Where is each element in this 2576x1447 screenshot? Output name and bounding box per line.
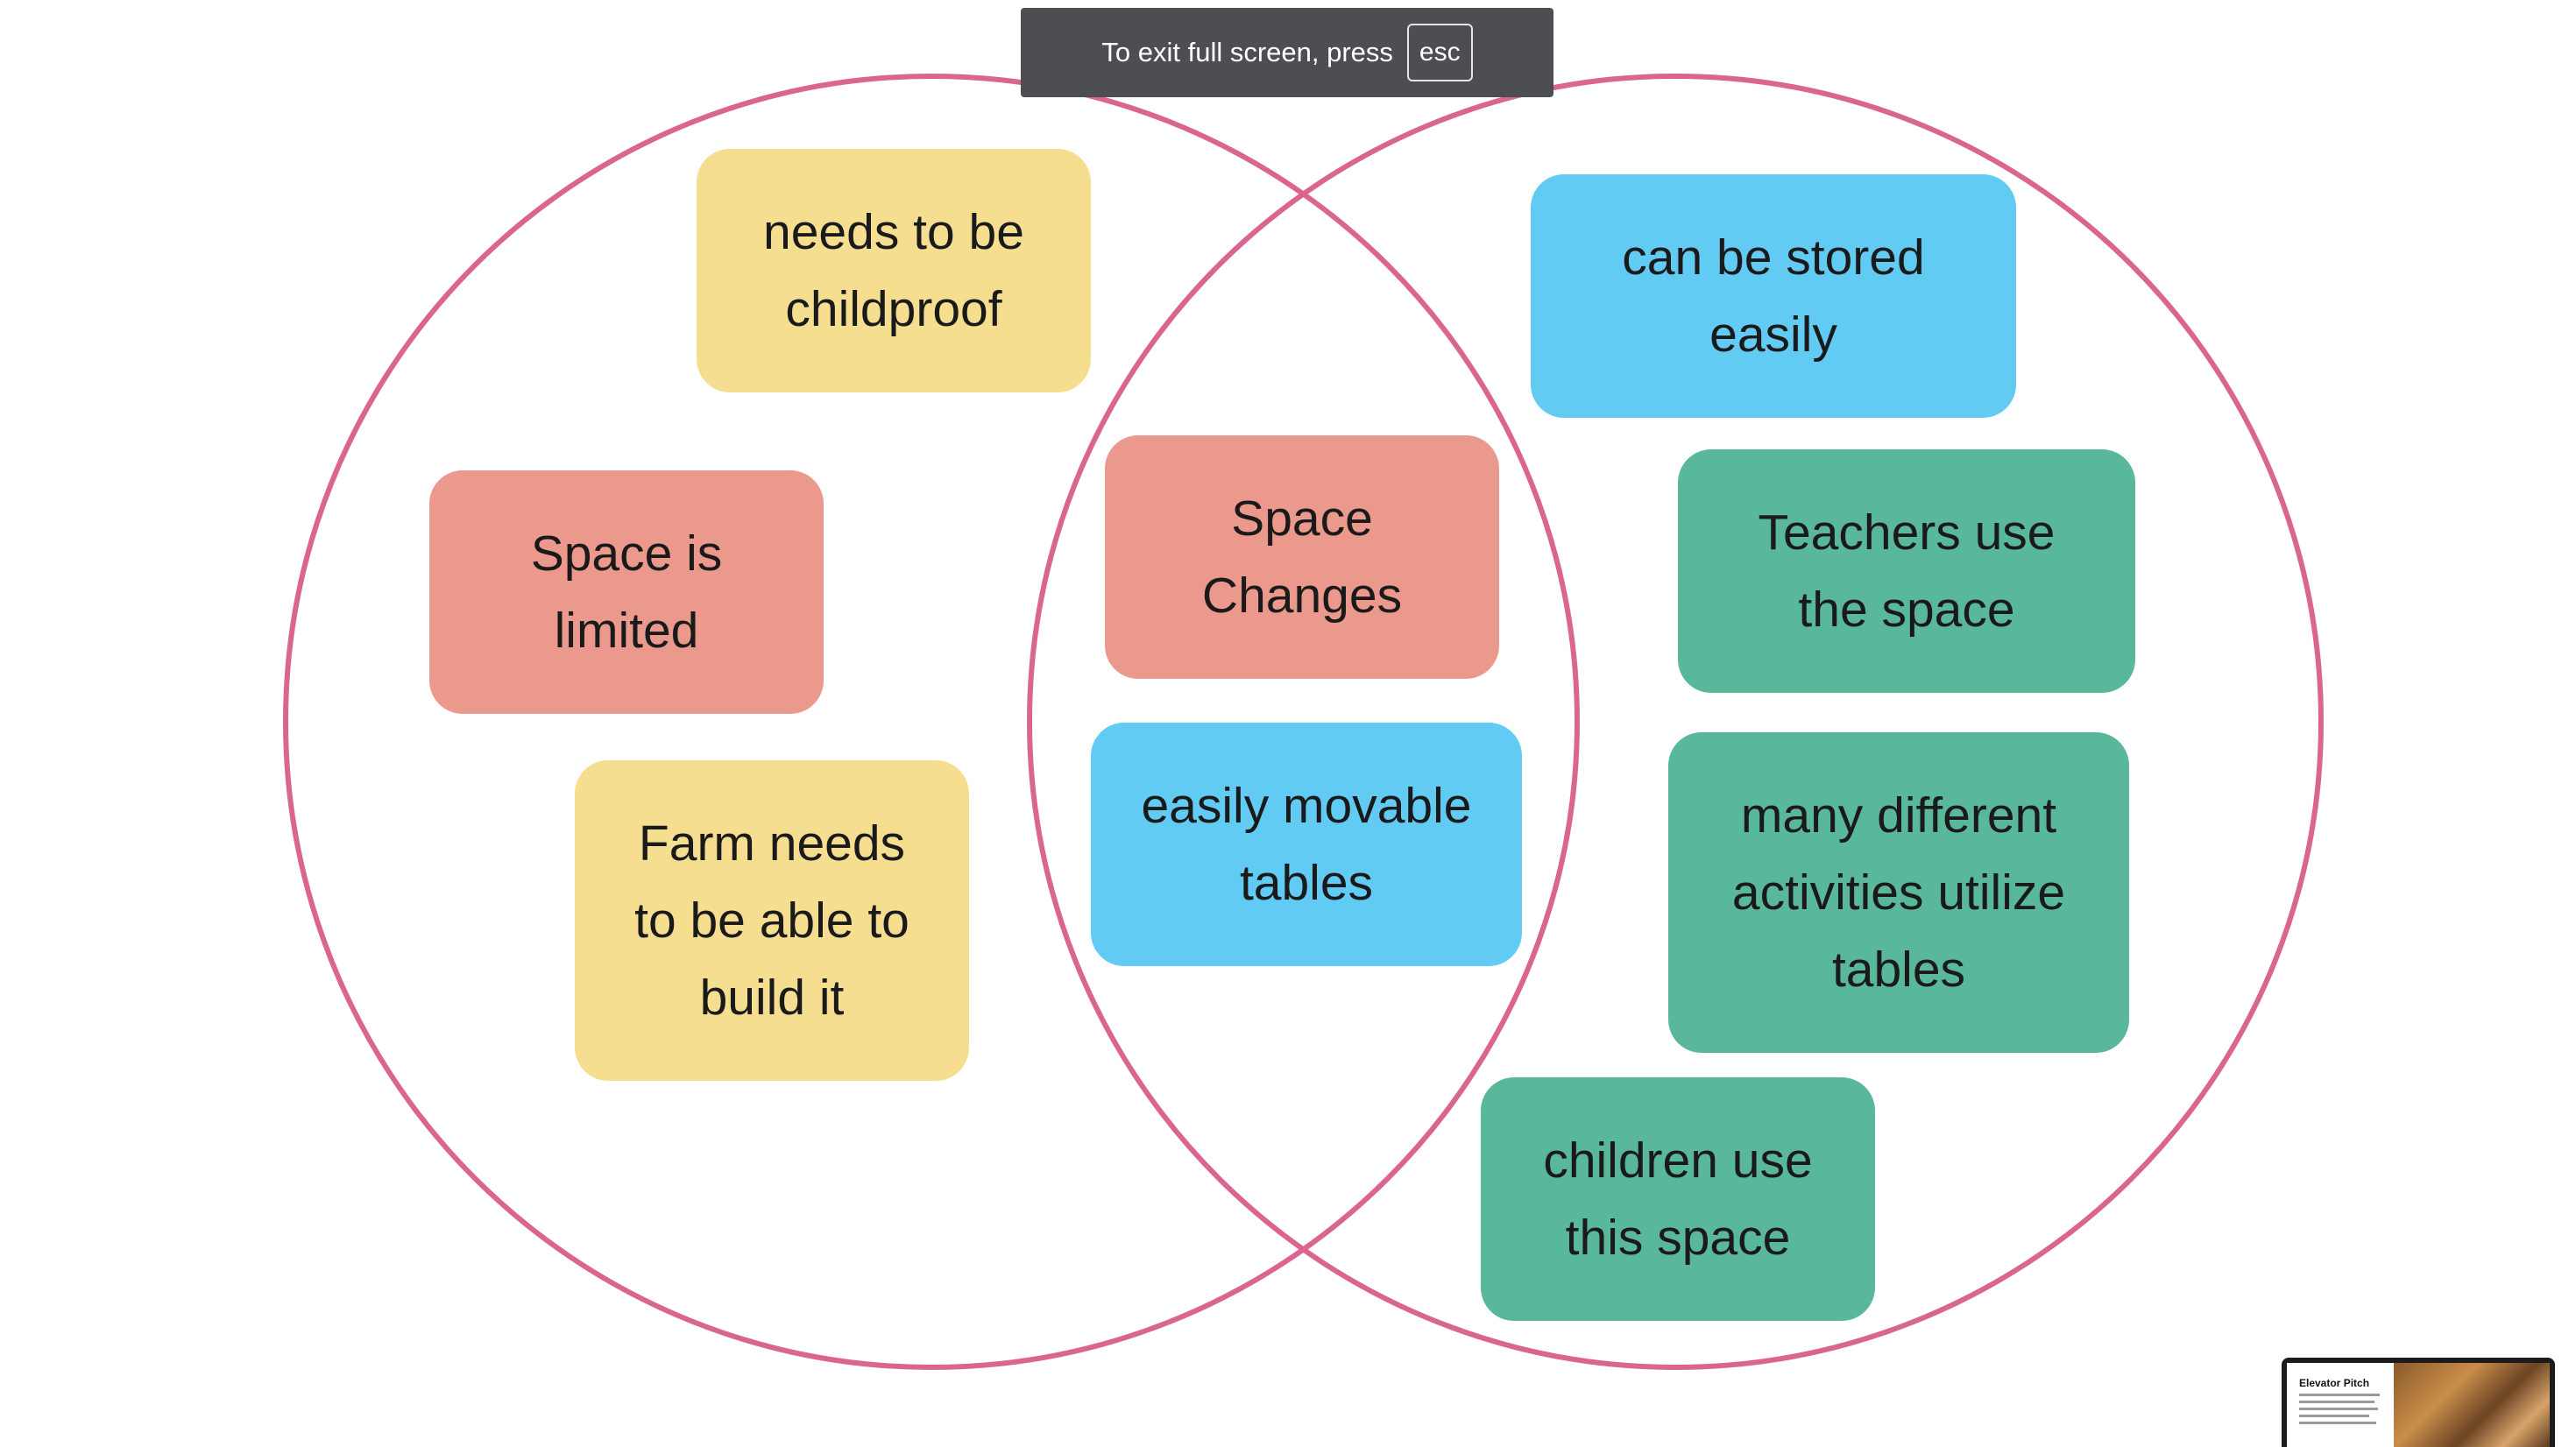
esc-key-badge: esc	[1406, 24, 1473, 81]
note-many-different-activities[interactable]: many different activities utilize tables	[1668, 732, 2129, 1053]
thumbnail-text-line	[2299, 1401, 2374, 1403]
fullscreen-exit-notice: To exit full screen, press esc	[1021, 8, 1553, 97]
thumbnail-photo	[2394, 1363, 2550, 1447]
note-easily-movable-tables[interactable]: easily movable tables	[1091, 723, 1522, 966]
note-farm-needs-to-build[interactable]: Farm needs to be able to build it	[575, 760, 969, 1081]
thumbnail-text-line	[2299, 1415, 2369, 1417]
note-can-be-stored-easily[interactable]: can be stored easily	[1531, 174, 2016, 418]
left-circle	[283, 74, 1580, 1370]
note-children-use-this-space[interactable]: children use this space	[1481, 1077, 1875, 1321]
thumbnail-page: Elevator Pitch	[2287, 1363, 2550, 1447]
thumbnail-text-line	[2299, 1422, 2376, 1424]
fullscreen-exit-message: To exit full screen, press	[1101, 37, 1393, 67]
thumbnail-text-line	[2299, 1394, 2380, 1396]
thumbnail-text-line	[2299, 1408, 2378, 1410]
note-space-changes[interactable]: Space Changes	[1105, 435, 1499, 679]
note-teachers-use-the-space[interactable]: Teachers use the space	[1678, 449, 2135, 693]
right-circle	[1027, 74, 2324, 1370]
note-space-is-limited[interactable]: Space is limited	[429, 470, 824, 714]
document-thumbnail[interactable]: Elevator Pitch	[2282, 1358, 2555, 1447]
thumbnail-text-column: Elevator Pitch	[2287, 1363, 2394, 1447]
thumbnail-title: Elevator Pitch	[2299, 1377, 2370, 1389]
note-needs-to-be-childproof[interactable]: needs to be childproof	[697, 149, 1091, 392]
